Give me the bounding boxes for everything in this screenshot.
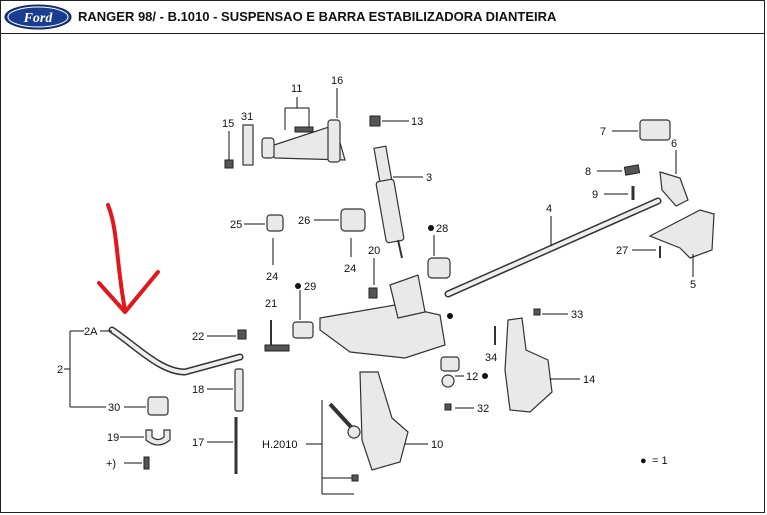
part-20: [368, 287, 378, 299]
parts-diagram: 2A 2 30 19 +) 22 18 17 21 29 25 24 26 24…: [57, 75, 715, 495]
knuckle-14: [504, 317, 553, 413]
callout-31: 31: [241, 111, 253, 123]
red-arrow-annotation: [97, 203, 160, 314]
ford-logo: Ford: [4, 4, 72, 30]
shock-absorber-3: [373, 145, 405, 259]
callout-22: 22: [192, 331, 204, 343]
callout-3: 3: [426, 172, 432, 184]
legend-text: = 1: [652, 455, 668, 467]
spindle-10: [359, 371, 409, 471]
callout-21: 21: [265, 298, 277, 310]
bolt-21: [264, 344, 290, 352]
nut-22: [237, 329, 247, 340]
legend-symbol: ●: [640, 455, 647, 467]
part-7: [639, 119, 671, 141]
callout-4: 4: [546, 203, 552, 215]
callout-24b: 24: [344, 263, 356, 275]
bracket-5: [648, 209, 715, 259]
callout-17: 17: [192, 437, 204, 449]
bushing-30: [147, 396, 169, 416]
callout-10: 10: [431, 439, 443, 451]
callout-28: 28: [436, 223, 448, 235]
callout-34: 34: [485, 352, 497, 364]
bracket-2: [64, 330, 146, 408]
clamp-19: [145, 429, 171, 446]
bushing-26: [340, 208, 366, 232]
callout-20: 20: [368, 245, 380, 257]
callout-2a: 2A: [84, 326, 98, 338]
callout-26: 26: [298, 215, 310, 227]
bolt-plus: [143, 456, 150, 470]
bushing-25: [266, 214, 284, 232]
callout-5: 5: [690, 279, 696, 291]
part-8: [623, 164, 641, 176]
callout-6: 6: [671, 138, 677, 150]
callout-29: 29: [304, 281, 316, 293]
callout-13: 13: [411, 116, 423, 128]
callout-7: 7: [600, 126, 606, 138]
ball-joint-12: [440, 356, 460, 372]
stabilizer-bar: [108, 326, 244, 376]
callout-33: 33: [571, 309, 583, 321]
callout-h2010: H.2010: [262, 439, 297, 451]
nut-33: [533, 308, 541, 316]
upper-control-arm-16: [261, 119, 346, 163]
callout-9: 9: [592, 189, 598, 201]
bracket-31: [242, 124, 254, 166]
callout-plus: +): [106, 458, 116, 470]
callout-2: 2: [57, 364, 63, 376]
callout-25: 25: [230, 219, 242, 231]
bushing-28: [427, 257, 451, 279]
header-bar: Ford RANGER 98/ - B.1010 - SUSPENSAO E B…: [0, 0, 765, 34]
callout-27: 27: [616, 245, 628, 257]
logo-text: Ford: [23, 11, 54, 26]
callout-30: 30: [108, 402, 120, 414]
bolt-11: [294, 126, 314, 133]
arm-6: [659, 171, 689, 207]
callout-8: 8: [585, 166, 591, 178]
page-title: RANGER 98/ - B.1010 - SUSPENSAO E BARRA …: [78, 9, 557, 24]
link-18: [234, 368, 244, 412]
callout-16: 16: [331, 75, 343, 87]
lower-control-arm: [319, 274, 446, 359]
tie-rod-end: [328, 402, 354, 430]
callout-11: 11: [291, 83, 302, 95]
callout-32: 32: [477, 403, 489, 415]
callout-12: 12: [466, 371, 478, 383]
bushing-29: [292, 321, 314, 339]
callout-24a: 24: [266, 271, 278, 283]
callout-15: 15: [222, 118, 234, 130]
callout-19: 19: [107, 432, 119, 444]
nut-13: [369, 115, 381, 127]
callout-18: 18: [192, 384, 204, 396]
nut-32: [444, 403, 452, 411]
nut-15: [224, 159, 234, 169]
callout-14: 14: [583, 374, 595, 386]
